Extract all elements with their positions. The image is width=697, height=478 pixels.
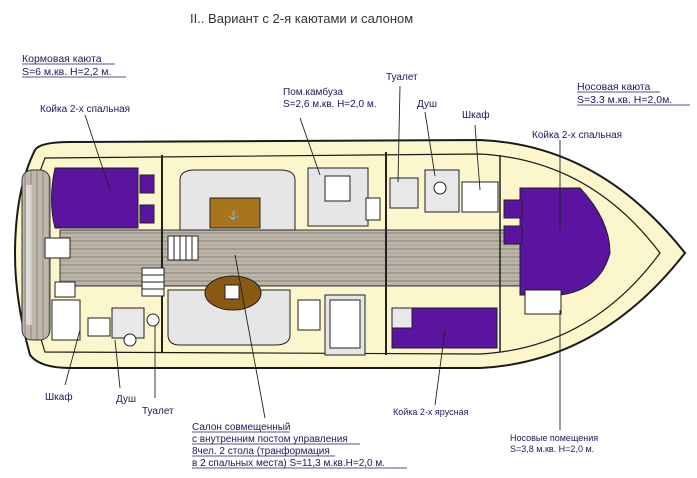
bow-cabin-area: S=3.3 м.кв. H=2,0м. <box>577 94 672 106</box>
bow-spaces-title: Носовые помещения <box>510 433 598 443</box>
fwd-shower-label: Душ <box>417 99 437 110</box>
bow-pillow-1 <box>503 199 523 219</box>
galley-stove <box>297 299 321 331</box>
aft-pillow-1 <box>139 174 155 194</box>
galley-title: Пом.камбуза <box>283 86 343 98</box>
bunk-label: Койка 2-х ярусная <box>393 407 469 417</box>
helm-console <box>324 175 351 202</box>
aft-pillow-2 <box>139 204 155 224</box>
saloon-table-upper <box>209 197 261 229</box>
leader-lines <box>64 85 561 430</box>
saloon-line-2: с внутренним постом управления <box>192 434 348 445</box>
fwd-toilet <box>389 177 419 209</box>
bow-berth-label: Койка 2-х спальная <box>532 130 622 141</box>
aft-toilet-label: Туалет <box>142 406 174 417</box>
aft-wardrobe-label: Шкаф <box>45 391 73 403</box>
fwd-wardrobe-label: Шкаф <box>462 109 490 121</box>
aft-wardrobe <box>51 299 81 341</box>
fwd-toilet-label: Туалет <box>386 72 418 83</box>
companionway-stairs <box>141 235 199 297</box>
aft-locker-1 <box>44 237 71 259</box>
aft-berth-label: Койка 2-х спальная <box>40 104 130 115</box>
bow-locker <box>524 289 562 315</box>
aft-locker-2 <box>54 281 76 298</box>
aft-shower-label: Душ <box>116 394 136 405</box>
bow-berth <box>519 187 611 296</box>
helm-seat-right <box>365 197 381 221</box>
aft-berth <box>51 167 139 229</box>
aft-sink-icon <box>146 313 160 327</box>
galley-area: S=2,6 м.кв. H=2,0 м. <box>283 99 376 110</box>
saloon-line-4: в 2 спальных места) S=11,3 м.кв.H=2,0 м. <box>192 458 385 469</box>
saloon-floor <box>59 229 521 287</box>
svg-text:⚓: ⚓ <box>228 209 239 220</box>
aft-cabin-area: S=6 м.кв. H=2,2 м. <box>22 66 111 78</box>
saloon-settee-lower <box>167 289 291 346</box>
aft-locker-3 <box>87 317 111 337</box>
saloon-line-1: Салон совмещенный <box>192 422 291 433</box>
aft-toilet-icon <box>123 333 137 347</box>
bow-spaces-area: S=3,8 м.кв. H=2,0 м. <box>510 444 594 454</box>
diagram-title: II.. Вариант с 2-я каютами и салоном <box>190 11 413 26</box>
aft-cabin-title: Кормовая каюта <box>22 53 102 65</box>
aft-shower <box>111 307 145 339</box>
bow-pillow-2 <box>503 225 523 245</box>
bow-cabin-title: Носовая каюта <box>577 81 651 93</box>
saloon-line-3: 8чел. 2 стола (транформация <box>192 445 330 457</box>
